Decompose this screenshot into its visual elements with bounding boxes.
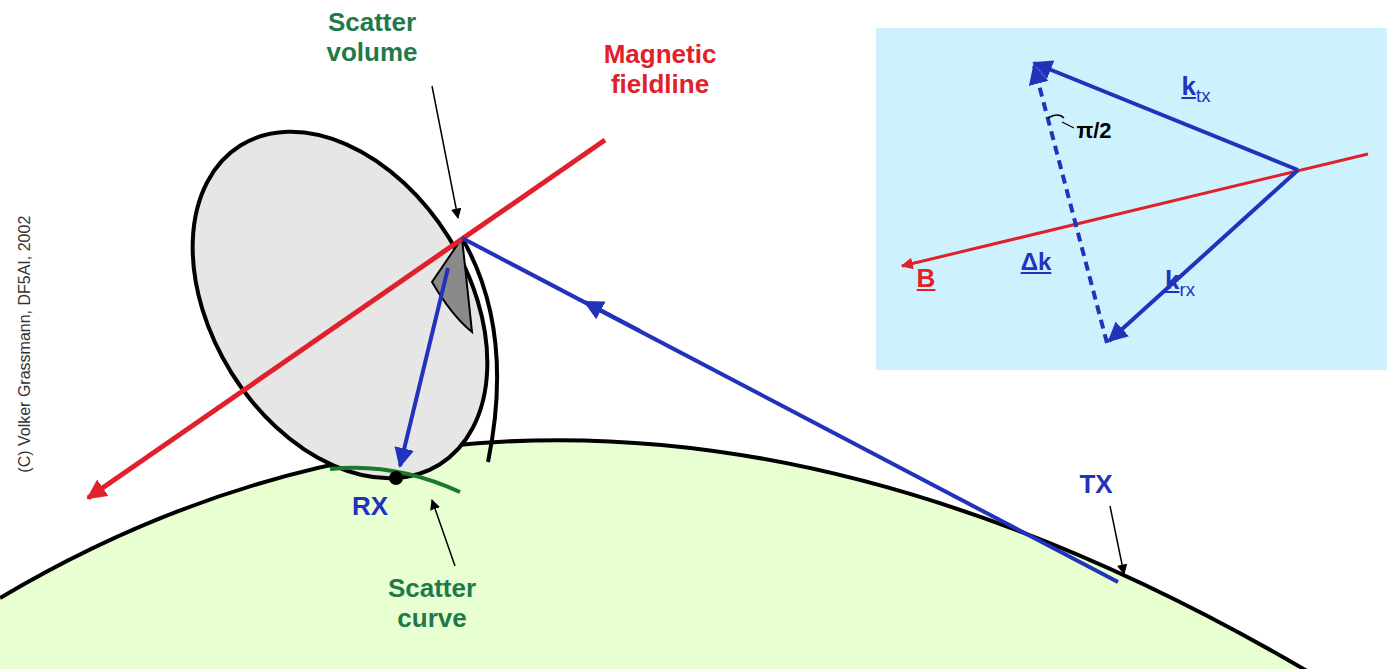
scatter-curve-line <box>330 468 460 492</box>
rx-label: RX <box>352 492 388 522</box>
inset-panel <box>876 28 1387 370</box>
delta-k-label: Δk <box>1021 248 1052 276</box>
magnetic-fieldline <box>88 140 605 498</box>
k-rx-label: krx <box>1165 266 1195 300</box>
angle-leader <box>1062 122 1074 128</box>
earth-surface <box>0 440 1387 669</box>
k-tx-vector <box>1034 63 1298 170</box>
b-vector-label: B <box>917 264 936 294</box>
angle-label: π/2 <box>1074 118 1113 143</box>
magnetic-fieldline-label: Magnetic fieldline <box>575 40 745 100</box>
k-tx-label: ktx <box>1181 72 1210 106</box>
leader-arrow <box>1110 506 1124 574</box>
scatter-volume-edge <box>462 238 497 462</box>
right-angle-arc <box>1048 115 1064 118</box>
scatter-curve-label: Scatter curve <box>367 574 497 634</box>
leader-arrow <box>432 86 458 218</box>
tx-label: TX <box>1079 470 1112 500</box>
copyright-note: (C) Volker Grassmann, DF5AI, 2002 <box>16 216 34 473</box>
leader-arrow <box>432 500 455 566</box>
scatter-volume-disk <box>132 78 548 533</box>
scatter-volume-label: Scatter volume <box>297 8 447 68</box>
rx-dot <box>389 471 403 485</box>
delta-k-vector <box>1034 66 1107 343</box>
k-rx-vector <box>1109 170 1298 341</box>
rx-ray <box>400 268 448 466</box>
tx-ray-arrow <box>585 302 640 331</box>
scatter-cone <box>432 238 472 332</box>
earth-fill <box>0 440 1387 669</box>
